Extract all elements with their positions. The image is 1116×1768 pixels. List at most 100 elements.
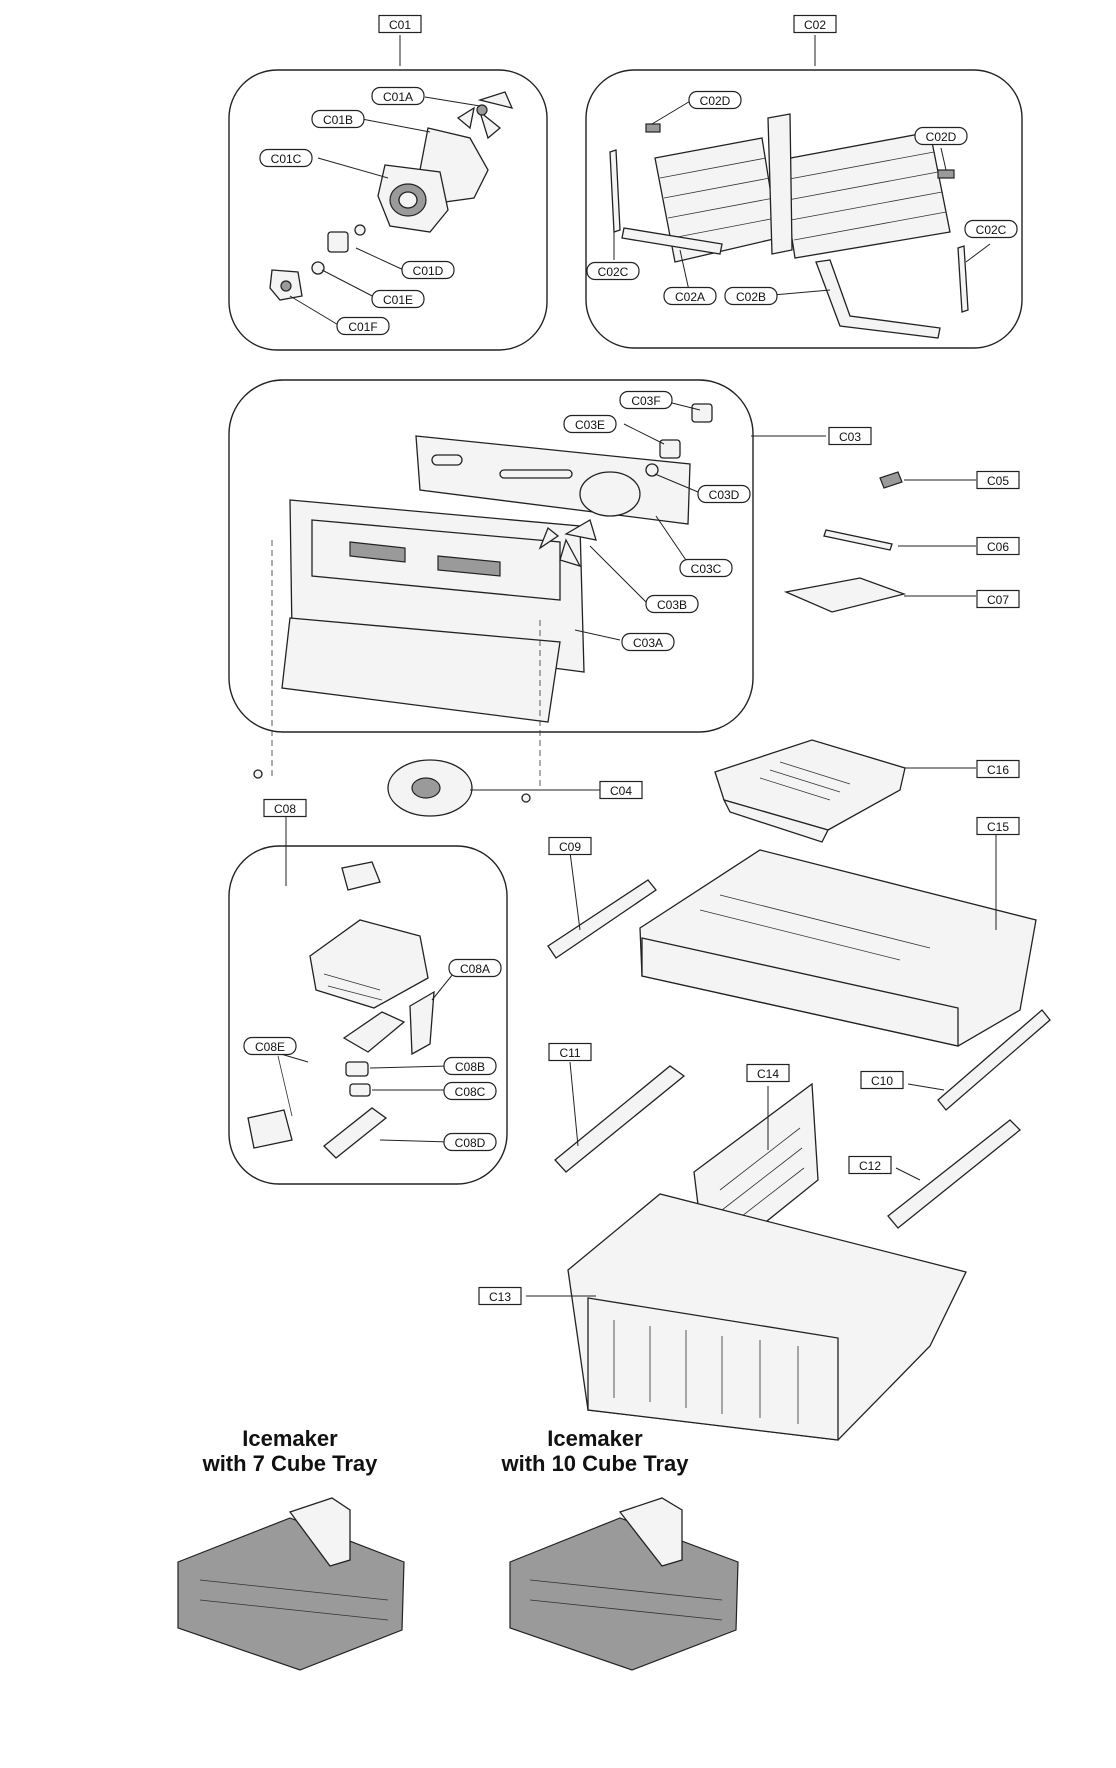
callout-c02a-box [663, 286, 717, 306]
c07-cover [783, 577, 976, 613]
callout-c02c-box [586, 261, 640, 281]
callout-c02a-text: C02A [675, 290, 705, 304]
callout-c08b: C08B [443, 1056, 497, 1076]
callout-c04-box [599, 780, 643, 800]
callout-c13-text: C13 [489, 1290, 511, 1304]
group-c03-outline [228, 379, 754, 733]
callout-c01b-text: C01B [323, 113, 353, 127]
bracket-c01d [327, 231, 349, 253]
callout-c14-text: C14 [757, 1067, 779, 1081]
callout-c03c-box [679, 558, 733, 578]
callout-c08a-box [448, 958, 502, 978]
callout-c03b-text: C03B [657, 598, 687, 612]
callout-c13-box [478, 1286, 522, 1306]
callout-c02c: C02C [586, 261, 640, 281]
callout-c07-box [976, 589, 1020, 609]
callout-c03e: C03E [563, 414, 617, 434]
callout-c02-text: C02 [804, 18, 826, 32]
callout-c01f-box [336, 316, 390, 336]
shroud-c03c [415, 435, 691, 525]
icemaker-body [309, 919, 429, 1009]
fan-c03b [538, 519, 597, 568]
callout-c08-box [263, 798, 307, 818]
group-c08-outline [228, 845, 508, 1185]
callout-c02: C02 [793, 14, 837, 34]
callout-c08: C08 [263, 798, 307, 818]
c09-rail [547, 851, 657, 959]
group-c08 [228, 808, 508, 1185]
callout-c09-text: C09 [559, 840, 581, 854]
callout-c01f-text: C01F [348, 320, 377, 334]
callout-c02b-text: C02B [736, 290, 766, 304]
caption-icemaker-7-line1: Icemaker [242, 1426, 338, 1451]
callout-c08c: C08C [443, 1081, 497, 1101]
callout-c08b-box [443, 1056, 497, 1076]
callout-c03b: C03B [645, 594, 699, 614]
callout-c14-box [746, 1063, 790, 1083]
grommet-c01e [311, 261, 325, 275]
callout-c15: C15 [976, 816, 1020, 836]
group-c02-outline [585, 69, 1023, 349]
callout-c03c: C03C [679, 558, 733, 578]
callout-c01a: C01A [371, 86, 425, 106]
callout-c03: C03 [828, 426, 872, 446]
callout-c07: C07 [976, 589, 1020, 609]
callout-c16: C16 [976, 759, 1020, 779]
callout-c06: C06 [976, 536, 1020, 556]
c11-rail [554, 1061, 686, 1173]
callout-c01-box [378, 14, 422, 34]
callout-c03d: C03D [697, 484, 751, 504]
callout-c09: C09 [548, 836, 592, 856]
callout-c08e-box [243, 1036, 297, 1056]
callout-c02d-box [914, 126, 968, 146]
caption-icemaker-10-line2: with 10 Cube Tray [501, 1451, 689, 1476]
c16-ice-bin [714, 739, 976, 843]
callout-c01e: C01E [371, 289, 425, 309]
callout-c15-box [976, 816, 1020, 836]
callout-c03a-text: C03A [633, 636, 663, 650]
callout-c01c-box [259, 148, 313, 168]
callout-c12-box [848, 1155, 892, 1175]
callout-c06-text: C06 [987, 540, 1009, 554]
callout-c16-box [976, 759, 1020, 779]
callout-c08d-text: C08D [455, 1136, 486, 1150]
callout-c01a-text: C01A [383, 90, 413, 104]
callout-c15-text: C15 [987, 820, 1009, 834]
callout-c02b-box [724, 286, 778, 306]
callout-c08-text: C08 [274, 802, 296, 816]
callout-c02b: C02B [724, 286, 778, 306]
c05-clip [879, 471, 976, 489]
callout-c10-text: C10 [871, 1074, 893, 1088]
callout-c08d-box [443, 1132, 497, 1152]
callout-c01d-box [401, 260, 455, 280]
callout-c07-text: C07 [987, 593, 1009, 607]
callout-c01: C01 [378, 14, 422, 34]
callout-c01b: C01B [311, 109, 365, 129]
sensor-c02c-left [609, 149, 621, 233]
c13-basket [526, 1193, 967, 1441]
callout-c03-text: C03 [839, 430, 861, 444]
callout-c01e-text: C01E [383, 293, 413, 307]
callout-c05-text: C05 [987, 474, 1009, 488]
callout-c08d: C08D [443, 1132, 497, 1152]
callout-c01-text: C01 [389, 18, 411, 32]
callout-c03b-box [645, 594, 699, 614]
callout-c14: C14 [746, 1063, 790, 1083]
callout-c16-text: C16 [987, 763, 1009, 777]
callout-c11-text: C11 [559, 1046, 580, 1060]
callout-c06-box [976, 536, 1020, 556]
caption-icemaker-10-line1: Icemaker [547, 1426, 643, 1451]
part-c08c [349, 1083, 371, 1097]
callout-c02d: C02D [688, 90, 742, 110]
tray-c08b [342, 1011, 406, 1053]
callout-labels: C01C01AC01BC01CC01DC01EC01FC02C02DC02DC0… [243, 14, 1020, 1306]
callout-c08a: C08A [448, 958, 502, 978]
callout-c02a: C02A [663, 286, 717, 306]
group-c02 [585, 35, 1023, 349]
callout-c03f-text: C03F [631, 394, 660, 408]
clip-c02d-2 [937, 169, 955, 179]
callout-c08c-box [443, 1081, 497, 1101]
part-c08e [247, 1109, 293, 1149]
part-c08b [345, 1061, 369, 1077]
